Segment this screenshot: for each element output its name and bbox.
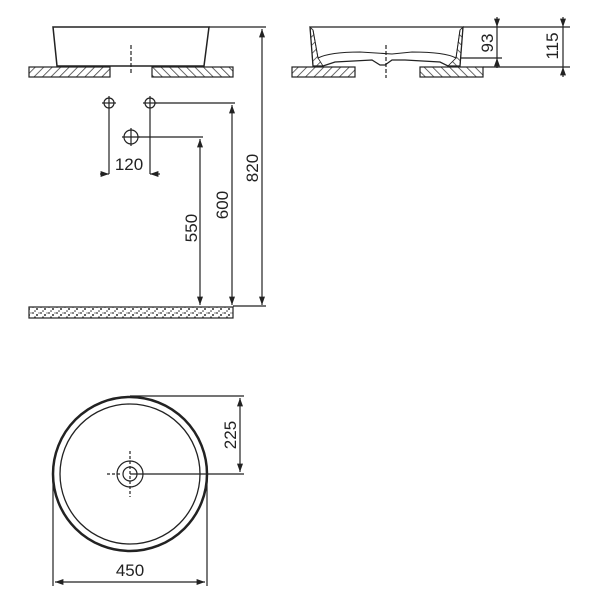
supply-left-icon bbox=[102, 96, 116, 110]
dim-drain-height: 550 bbox=[182, 214, 201, 242]
dim-total-height: 115 bbox=[543, 32, 562, 59]
side-section-view bbox=[291, 17, 570, 78]
supply-right-icon bbox=[143, 96, 157, 110]
dim-diameter: 450 bbox=[116, 561, 144, 580]
countertop-left bbox=[28, 66, 111, 78]
dim-supply-height: 600 bbox=[213, 191, 232, 219]
dim-countertop-height: 820 bbox=[243, 154, 262, 182]
dim-supply-spacing: 120 bbox=[115, 155, 143, 174]
drain-outlet-icon bbox=[122, 128, 140, 146]
dim-radius: 225 bbox=[221, 421, 240, 449]
dim-inner-depth: 93 bbox=[478, 34, 497, 53]
top-view bbox=[51, 395, 244, 586]
front-view bbox=[28, 26, 266, 319]
basin-side-profile bbox=[52, 26, 210, 67]
floor bbox=[28, 306, 234, 319]
countertop-right bbox=[151, 66, 234, 78]
